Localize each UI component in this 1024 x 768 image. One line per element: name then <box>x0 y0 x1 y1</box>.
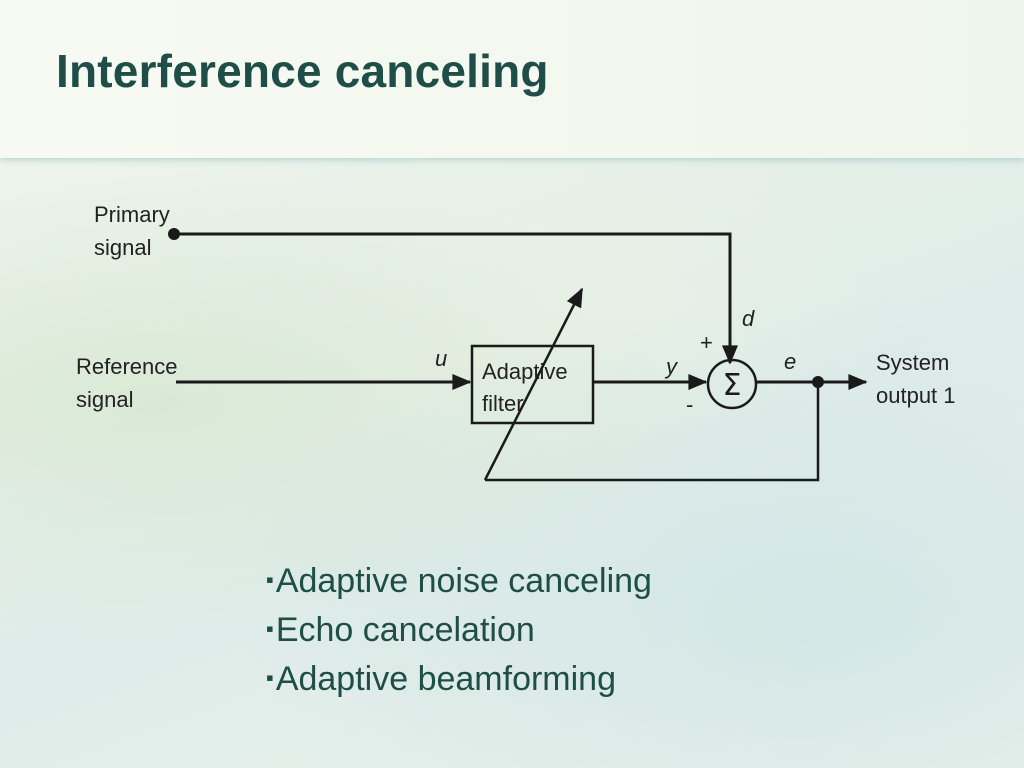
list-item: ▪Adaptive noise canceling <box>266 562 652 600</box>
adaptation-arrow <box>483 287 584 481</box>
adaptive-filter-box <box>470 344 595 425</box>
output-label-line2: output 1 <box>876 383 956 408</box>
output-label-line1: System <box>876 350 949 375</box>
primary-signal-path <box>174 232 738 365</box>
bullet-marker-icon: ▪ <box>266 616 274 641</box>
slide-title: Interference canceling <box>56 45 549 97</box>
minus-sign: - <box>686 392 693 417</box>
filter-label-line1: Adaptive <box>482 359 568 384</box>
var-y-label: y <box>664 354 679 379</box>
reference-label-line2: signal <box>76 387 133 412</box>
feedback-path <box>485 382 820 482</box>
title-band <box>0 0 1024 158</box>
summing-junction <box>706 358 758 410</box>
primary-label-line2: signal <box>94 235 151 260</box>
var-d-label: d <box>742 306 755 331</box>
bullet-marker-icon: ▪ <box>266 567 274 592</box>
bullet-marker-icon: ▪ <box>266 665 274 690</box>
var-e-label: e <box>784 349 796 374</box>
reference-label-line1: Reference <box>76 354 178 379</box>
sigma-icon: Σ <box>723 368 742 403</box>
application-list: ▪Adaptive noise canceling ▪Echo cancelat… <box>266 556 652 703</box>
list-item: ▪Adaptive beamforming <box>266 660 616 698</box>
var-u-label: u <box>435 346 447 371</box>
plus-sign: + <box>700 330 713 355</box>
background-decoration <box>0 160 1024 768</box>
filter-label-line2: filter <box>482 391 524 416</box>
list-item: ▪Echo cancelation <box>266 611 535 649</box>
primary-label-line1: Primary <box>94 202 170 227</box>
